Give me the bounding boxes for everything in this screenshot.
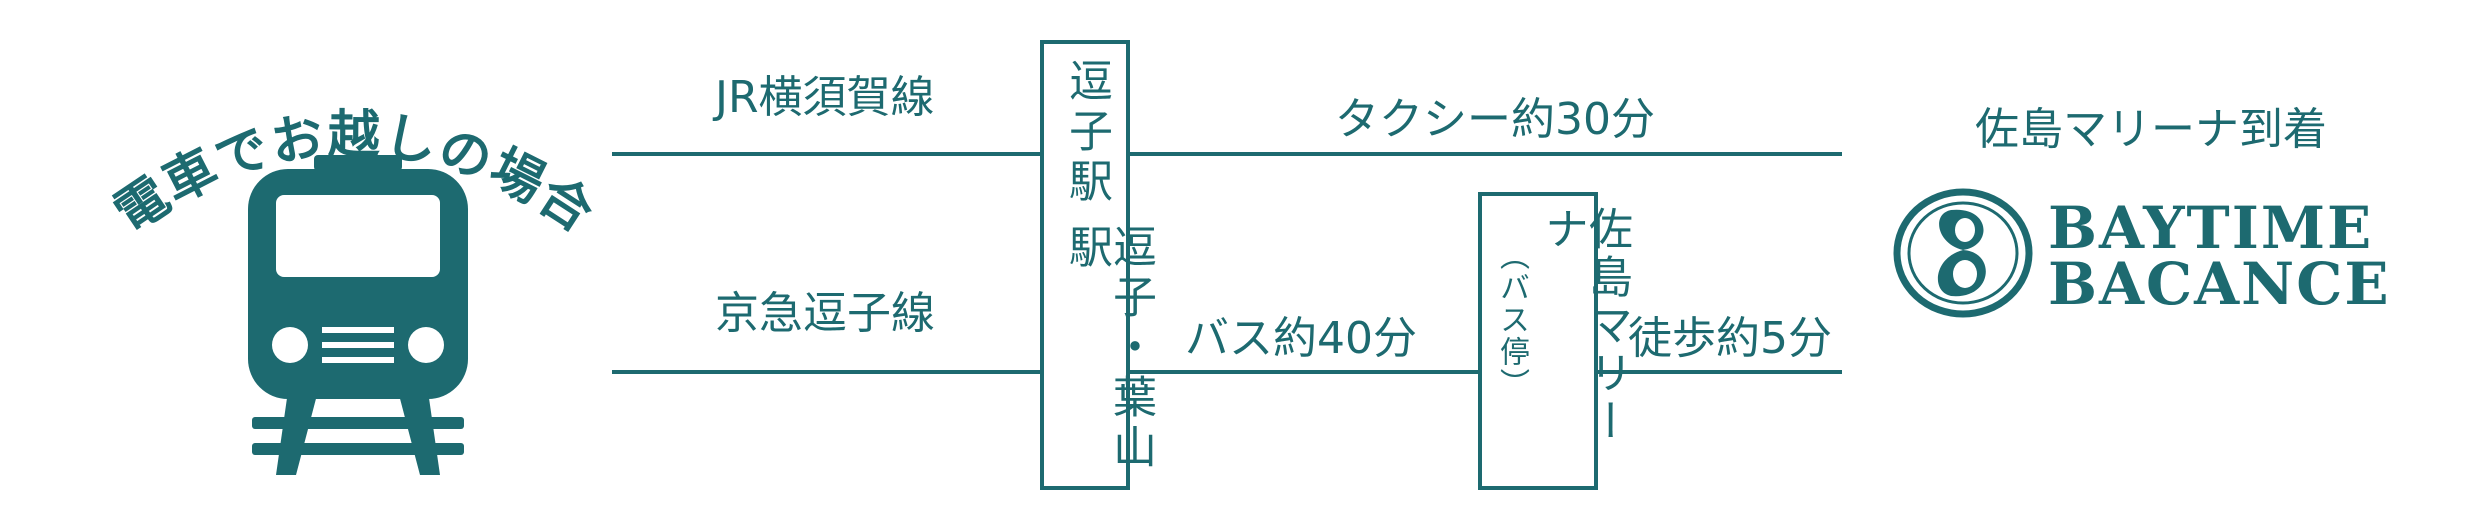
route-label-taxi: タクシー約30分	[1335, 94, 1655, 145]
bus-stop-note: （バス停）	[1494, 240, 1529, 400]
station-zushi-jr: 逗子駅	[1061, 58, 1112, 208]
bus-stop-name: 佐島マリーナ	[1537, 206, 1632, 446]
train-icon	[248, 155, 468, 475]
route-label-jr: JR横須賀線	[715, 72, 935, 123]
brand-line-2: BACANCE	[2048, 250, 2391, 318]
baytime-logo-icon	[1893, 188, 2033, 318]
bus-stop-box: 佐島マリーナ （バス停）	[1478, 192, 1632, 490]
route-label-walk: 徒歩約5分	[1628, 313, 1832, 364]
route-line-jr	[612, 152, 1842, 156]
station-zushi-hayama: 逗子・葉山駅	[1061, 224, 1156, 474]
brand-line-1: BAYTIME	[2048, 194, 2374, 262]
route-line-keikyu	[612, 370, 1842, 374]
route-label-bus: バス約40分	[1185, 313, 1417, 364]
route-label-keikyu: 京急逗子線	[715, 288, 935, 339]
brand-name: BAYTIME BACANCE	[2048, 194, 2391, 318]
arrival-label: 佐島マリーナ到着	[1975, 104, 2327, 155]
station-box-zushi: 逗子駅 逗子・葉山駅	[1040, 40, 1156, 490]
